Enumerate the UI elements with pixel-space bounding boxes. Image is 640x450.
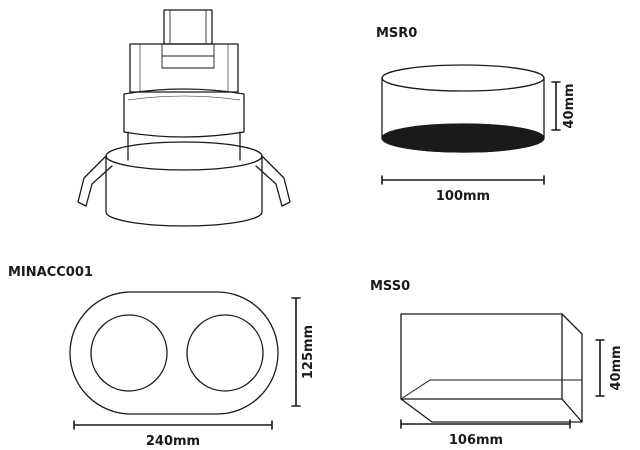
minacc001-plate-outline: [69, 291, 279, 415]
clip-band: [123, 88, 245, 138]
msr0-width-dimension: [381, 175, 545, 185]
mss0-width-dimension: [400, 419, 571, 429]
minacc001-width-label: 240mm: [146, 434, 200, 449]
mss0-bottom-edge: [400, 398, 583, 423]
mss0-height-dimension: [595, 339, 605, 397]
mss0-inner-edge: [400, 379, 583, 400]
mss0-product-label: MSS0: [370, 279, 410, 294]
minacc001-width-dimension: [73, 420, 273, 430]
mss0-drawing: [400, 313, 605, 429]
msr0-cylinder-bottom: [381, 123, 545, 153]
mss0-side-face: [561, 313, 583, 423]
downlight-fitting-drawing: [77, 9, 291, 227]
housing-edges: [139, 43, 229, 93]
right-spring-clip: [255, 155, 291, 207]
mss0-front-face: [400, 313, 563, 400]
msr0-height-label: 40mm: [562, 83, 577, 128]
msr0-cylinder-top: [381, 64, 545, 92]
connector-block: [163, 9, 213, 45]
base-cylinder: [105, 155, 263, 227]
msr0-width-label: 100mm: [436, 189, 490, 204]
minacc001-height-label: 125mm: [301, 325, 316, 379]
msr0-drawing: [381, 64, 561, 185]
upper-housing: [129, 43, 239, 93]
minacc001-height-dimension: [291, 297, 301, 407]
mss0-height-label: 40mm: [609, 345, 624, 390]
mss0-width-label: 106mm: [449, 433, 503, 448]
minacc001-right-cutout: [186, 314, 264, 392]
minacc001-drawing: [69, 291, 301, 430]
msr0-height-dimension: [551, 81, 561, 131]
left-spring-clip: [77, 155, 113, 207]
minacc001-left-cutout: [90, 314, 168, 392]
base-cylinder-top: [105, 141, 263, 171]
connector-edges: [169, 9, 207, 45]
minacc001-product-label: MINACC001: [8, 265, 93, 280]
msr0-product-label: MSR0: [376, 26, 417, 41]
inner-stem: [127, 131, 241, 161]
housing-recess: [161, 43, 215, 69]
clip-band-edge: [127, 95, 241, 101]
